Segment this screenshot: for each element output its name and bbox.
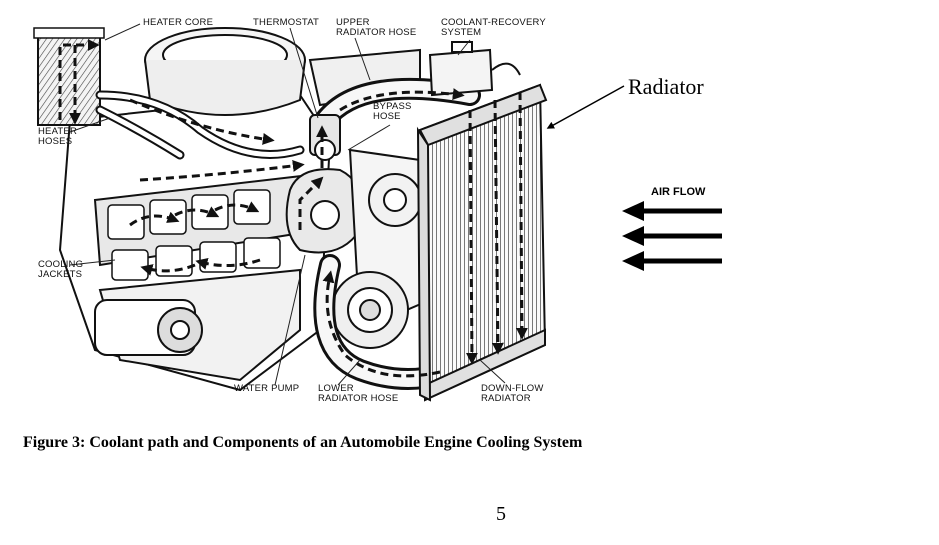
air-flow-label: AIR FLOW (651, 186, 706, 198)
label-text: HOSES (38, 136, 73, 147)
label-thermostat: THERMOSTAT (253, 18, 319, 28)
heater-core (33, 27, 105, 126)
coolant-flow-arrows (58, 39, 528, 378)
figure-caption: Figure 3: Coolant path and Components of… (23, 434, 583, 451)
pulleys-and-belt (331, 148, 432, 349)
label-text: RADIATOR HOSE (318, 393, 399, 404)
label-text: HOSE (373, 111, 401, 122)
label-text: DOWN-FLOW (481, 383, 544, 394)
label-cooling-jackets: COOLING JACKETS (38, 260, 83, 280)
label-text: BYPASS (373, 101, 412, 112)
label-water-pump: WATER PUMP (234, 384, 299, 394)
label-text: THERMOSTAT (253, 17, 320, 28)
radiator-callout-arrow (546, 85, 625, 129)
label-text: HEATER (38, 126, 78, 137)
label-bypass-hose: BYPASS HOSE (373, 102, 412, 122)
label-text: RADIATOR (481, 393, 531, 404)
label-text: WATER PUMP (234, 383, 300, 394)
label-text: JACKETS (38, 269, 83, 280)
radiator-callout-label: Radiator (628, 74, 704, 99)
lower-radiator-hose (313, 254, 451, 390)
label-coolant-recovery: COOLANT-RECOVERY SYSTEM (441, 18, 546, 38)
label-text: COOLING (38, 259, 84, 270)
coolant-recovery-tank (428, 41, 521, 97)
leader-lines (69, 23, 506, 386)
label-heater-hoses: HEATER HOSES (38, 127, 77, 147)
label-text: LOWER (318, 383, 354, 394)
label-text: UPPER (336, 17, 370, 28)
label-text: SYSTEM (441, 27, 482, 38)
radiator (416, 83, 548, 402)
label-text: HEATER CORE (143, 17, 214, 28)
label-text: RADIATOR HOSE (336, 27, 417, 38)
label-lower-radiator-hose: LOWER RADIATOR HOSE (318, 384, 398, 404)
thermostat-housing (309, 114, 341, 161)
engine-illustration (33, 23, 722, 402)
label-down-flow-radiator: DOWN-FLOW RADIATOR (481, 384, 543, 404)
cooling-system-diagram: HEATER CORE THERMOSTAT UPPER RADIATOR HO… (33, 18, 722, 404)
label-text: COOLANT-RECOVERY (441, 17, 546, 28)
label-upper-radiator-hose: UPPER RADIATOR HOSE (336, 18, 416, 38)
label-heater-core: HEATER CORE (143, 18, 213, 28)
air-flow-arrows (622, 201, 722, 271)
page-number: 5 (496, 503, 506, 525)
